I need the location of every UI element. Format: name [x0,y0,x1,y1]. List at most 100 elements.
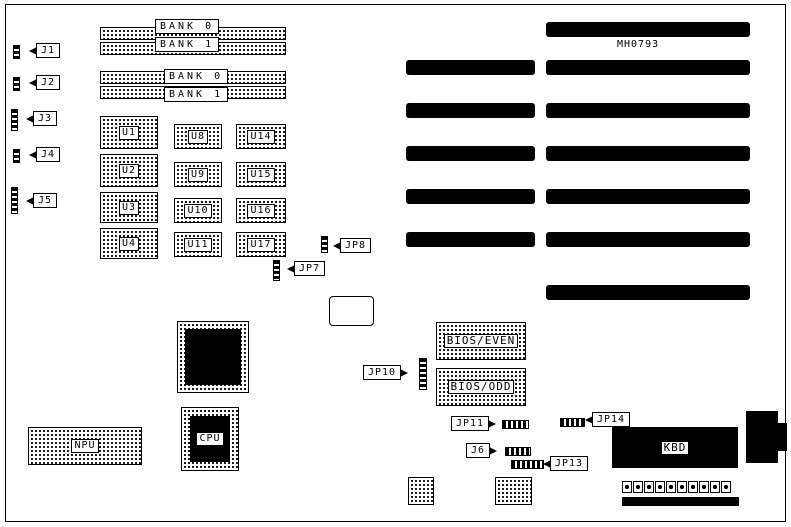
jumper-jp8-text: JP8 [345,240,367,251]
bios-even-chip: BIOS/EVEN [436,322,526,360]
cpu-label: CPU [196,432,224,446]
connector-j3-pins [11,109,18,131]
bios-even-label: BIOS/EVEN [443,334,519,348]
bank1-label-bottom: BANK 1 [164,87,229,102]
keyboard-din-connector-tab [778,423,787,451]
connector-j4-text: J4 [41,149,56,160]
expansion-slot [406,232,535,247]
pointer-left-icon [29,79,37,87]
expansion-slot [546,22,750,37]
chip-u4-label: U4 [118,236,140,251]
connector-j2-pins [13,77,20,91]
connector-j5-pins [11,187,18,214]
jumper-jp13-pins [511,460,544,469]
cpu-socket: CPU [181,407,239,471]
chip-u10-label: U10 [184,203,212,218]
connector-j1-pins [13,45,20,59]
chip-u11-label: U11 [184,237,212,252]
connector-j5-text: J5 [38,195,53,206]
jumper-jp11-label: JP11 [451,416,497,431]
qfp-chip-body [185,329,241,385]
connector-cell [677,481,687,493]
chip-u17: U17 [236,232,286,257]
jumper-jp13-label: JP13 [543,456,589,471]
bank0-label-top: BANK 0 [155,19,220,34]
connector-cell [633,481,643,493]
connector-j6-pins [505,447,531,456]
bank0-label-bottom: BANK 0 [164,69,229,84]
connector-cell [699,481,709,493]
connector-cell [688,481,698,493]
chip-u14-label: U14 [247,129,275,144]
jumper-jp11-pins [502,420,529,429]
pointer-left-icon [287,265,295,273]
jumper-jp14-text: JP14 [597,414,626,425]
jumper-jp10-pins [419,358,427,390]
chip-u2: U2 [100,154,158,187]
jumper-jp8-pins [321,236,328,253]
connector-j1-text: J1 [41,45,56,56]
pointer-left-icon [585,416,593,424]
chip-u4: U4 [100,228,158,259]
chip-u2-label: U2 [118,163,140,178]
pointer-left-icon [543,460,551,468]
qfp-chip [177,321,249,393]
jumper-jp14-label: JP14 [585,412,631,427]
jumper-jp10-label: JP10 [363,365,409,380]
jumper-jp7-pins [273,260,280,281]
connector-j3-text: J3 [38,113,53,124]
chip-u16-label: U16 [247,203,275,218]
chip-u8-label: U8 [187,129,209,144]
pointer-left-icon [26,197,34,205]
chip-u9: U9 [174,162,222,187]
board-code-text: MH0793 [617,39,660,50]
connector-j2-text: J2 [41,77,56,88]
expansion-slot [546,189,750,204]
expansion-slot [546,232,750,247]
connector-j5-label: J5 [26,193,58,208]
keyboard-din-connector [746,411,778,463]
chip-u15: U15 [236,162,286,187]
chip-u14: U14 [236,124,286,149]
connector-j2-label: J2 [29,75,61,90]
chip-u11: U11 [174,232,222,257]
chip-u16: U16 [236,198,286,223]
jumper-jp10-text: JP10 [368,367,397,378]
connector-j6-text: J6 [471,445,486,456]
chip-u1-label: U1 [118,125,140,140]
expansion-slot [546,103,750,118]
expansion-slot [406,189,535,204]
pointer-right-icon [489,447,498,455]
pointer-right-icon [488,420,497,428]
connector-j1-label: J1 [29,43,61,58]
pointer-left-icon [29,47,37,55]
pointer-left-icon [333,242,341,250]
chip-u9-label: U9 [187,167,209,182]
kbd-label: KBD [660,440,690,455]
jumper-jp13-text: JP13 [555,458,584,469]
small-component [495,477,532,505]
connector-j4-pins [13,149,20,163]
small-component [408,477,434,505]
chip-u15-label: U15 [247,167,275,182]
jumper-jp7-label: JP7 [287,261,326,276]
chip-u1: U1 [100,116,158,149]
expansion-slot [546,146,750,161]
npu-socket: NPU [28,427,142,465]
connector-cell [655,481,665,493]
pointer-left-icon [29,151,37,159]
chip-u3: U3 [100,192,158,223]
chip-u17-label: U17 [247,237,275,252]
connector-cell [644,481,654,493]
pointer-left-icon [26,115,34,123]
connector-j3-label: J3 [26,111,58,126]
connector-j6-label: J6 [466,443,498,458]
expansion-slot [546,60,750,75]
pointer-right-icon [400,369,409,377]
connector-cell [710,481,720,493]
kbd-controller: KBD [612,427,738,468]
chip-u3-label: U3 [118,200,140,215]
connector-cell [721,481,731,493]
bottom-connector-bar [622,497,739,506]
bios-odd-chip: BIOS/ODD [436,368,526,406]
